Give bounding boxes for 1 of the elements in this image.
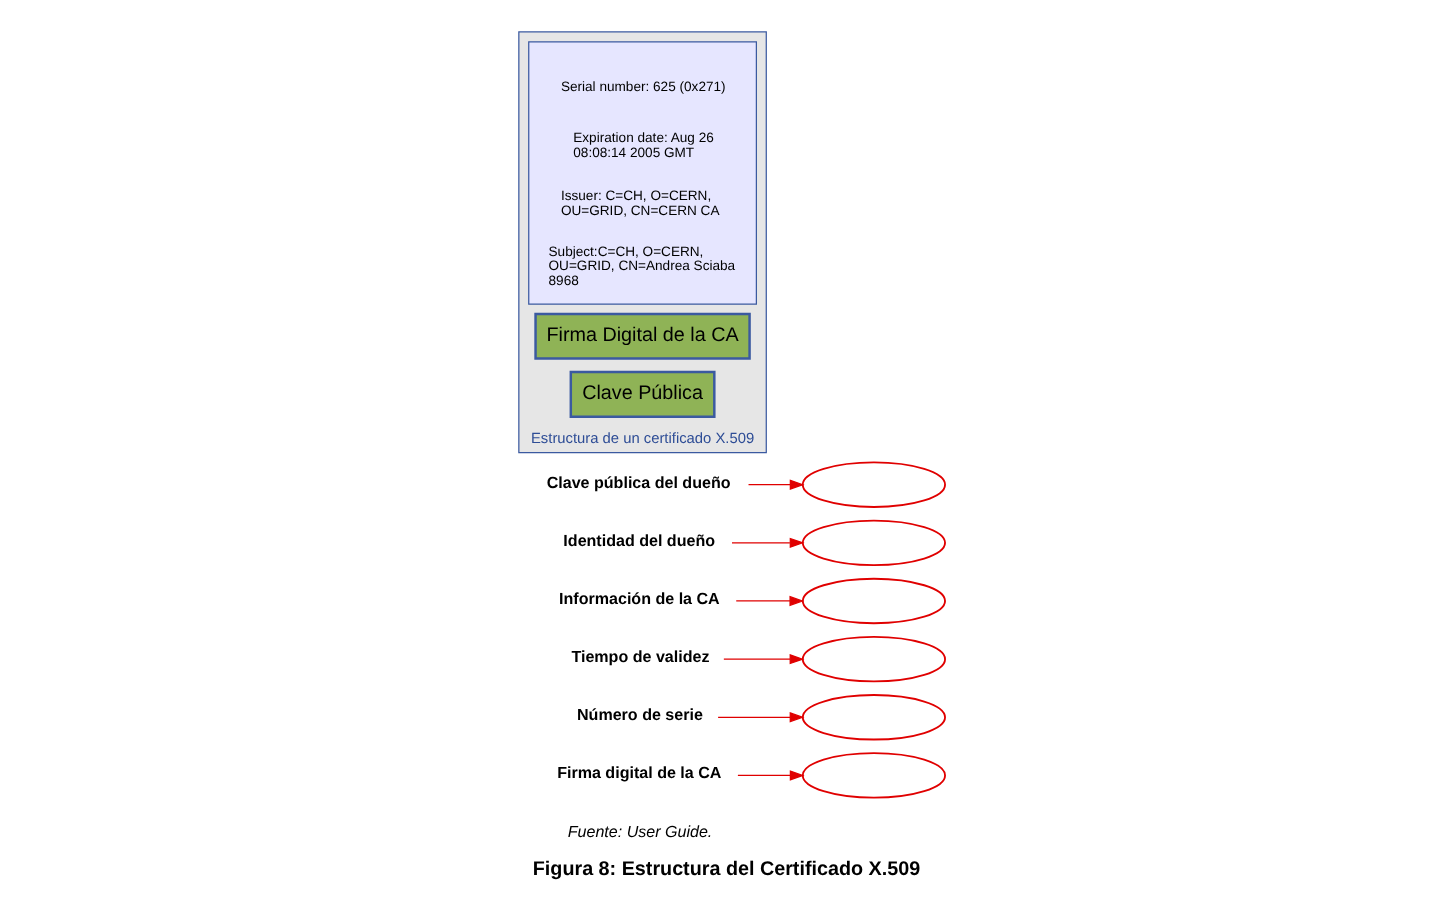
caption: Figura 8: Estructura del Certificado X.509 [531,859,920,882]
